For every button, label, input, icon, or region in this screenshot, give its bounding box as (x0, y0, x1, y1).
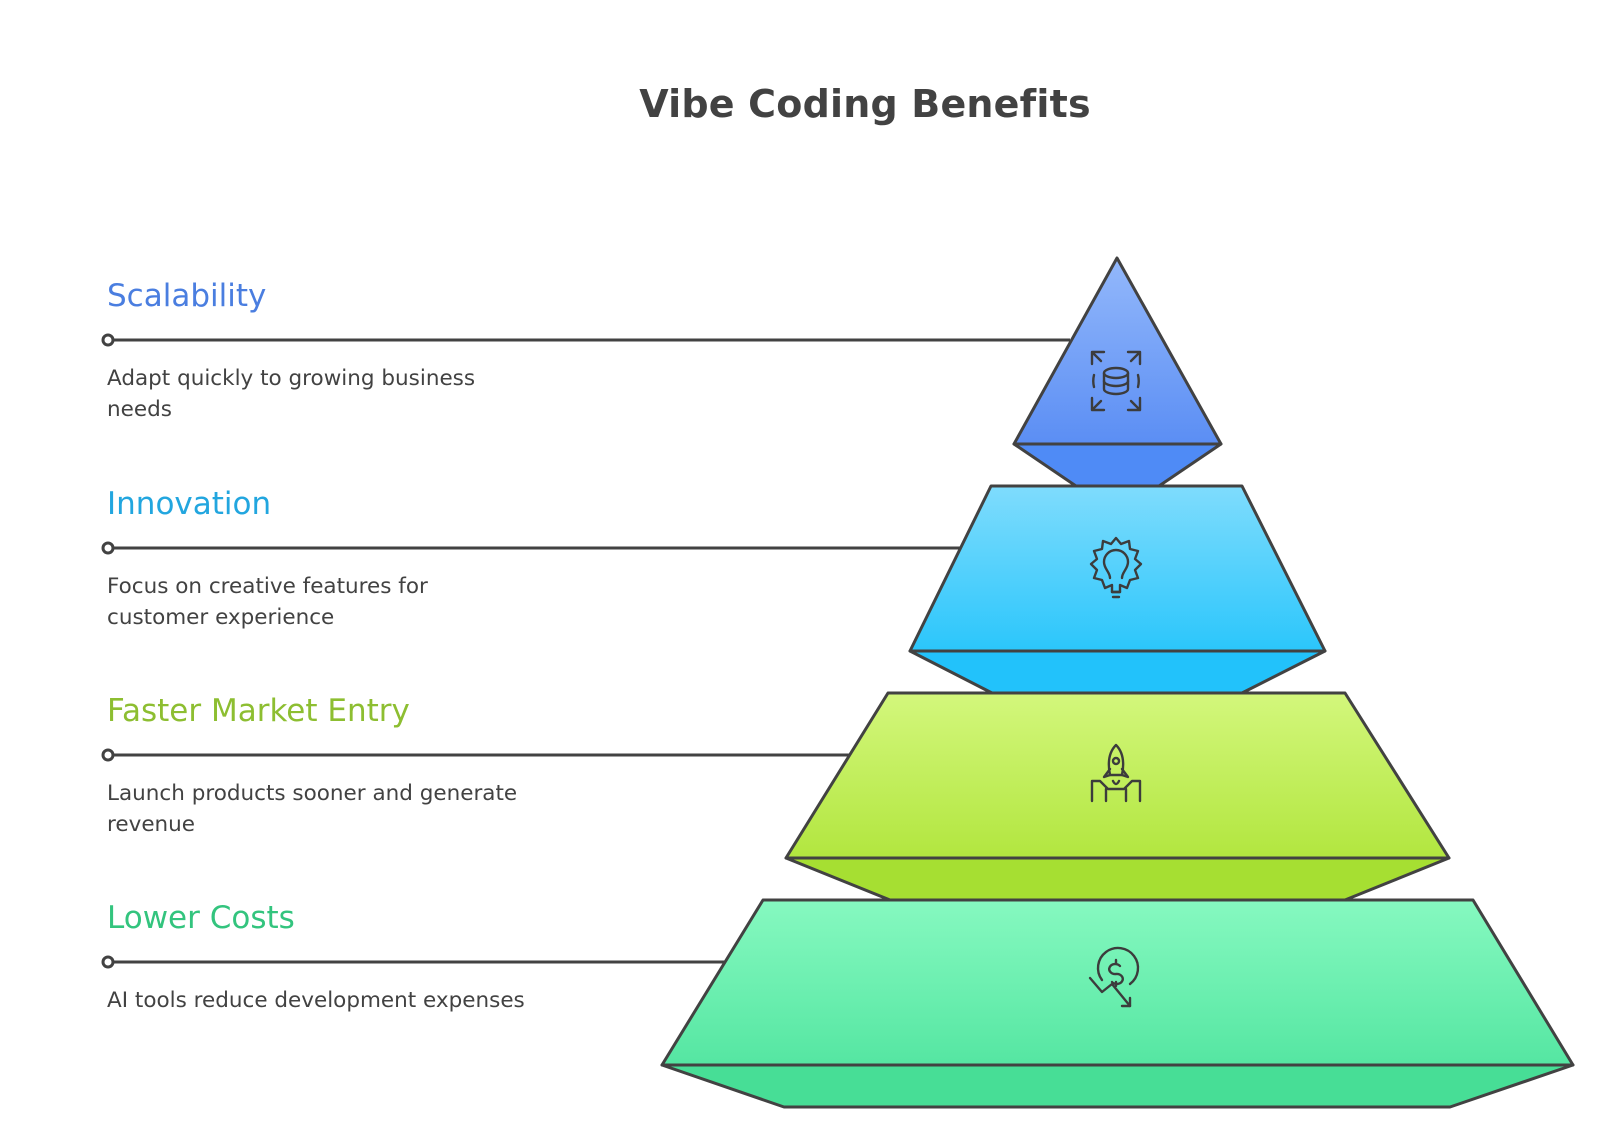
connector-dot-scalability (101, 333, 115, 347)
tier-title-lower-costs: Lower Costs (107, 900, 295, 936)
cost-down-icon (1088, 946, 1140, 1008)
tier-base-lower-costs (660, 1063, 1575, 1109)
tier-description-faster-market-entry: Launch products sooner and generate reve… (107, 781, 518, 837)
rocket-launch-icon (1090, 743, 1142, 803)
tier-title-scalability: Scalability (107, 278, 267, 314)
tier-base-innovation (908, 649, 1327, 695)
tier-face-lower-costs (660, 898, 1575, 1067)
tier-description-innovation: Focus on creative features for customer … (107, 574, 428, 630)
tier-title-innovation: Innovation (107, 486, 272, 522)
tier-description-scalability: Adapt quickly to growing business needs (107, 366, 476, 422)
lightbulb-gear-icon (1089, 536, 1143, 599)
connector-dot-innovation (101, 541, 115, 555)
tier-title-faster-market-entry: Faster Market Entry (107, 693, 410, 729)
database-scale-icon (1090, 350, 1142, 412)
page-title: Vibe Coding Benefits (639, 82, 1091, 126)
tier-face-innovation (908, 484, 1327, 653)
tier-description-lower-costs: AI tools reduce development expenses (107, 988, 525, 1013)
tier-face-scalability (1012, 256, 1223, 446)
tier-base-scalability (1012, 442, 1223, 488)
tier-base-faster-market-entry (784, 856, 1451, 902)
connector-dot-faster-market-entry (101, 748, 115, 762)
connector-dot-lower-costs (101, 955, 115, 969)
